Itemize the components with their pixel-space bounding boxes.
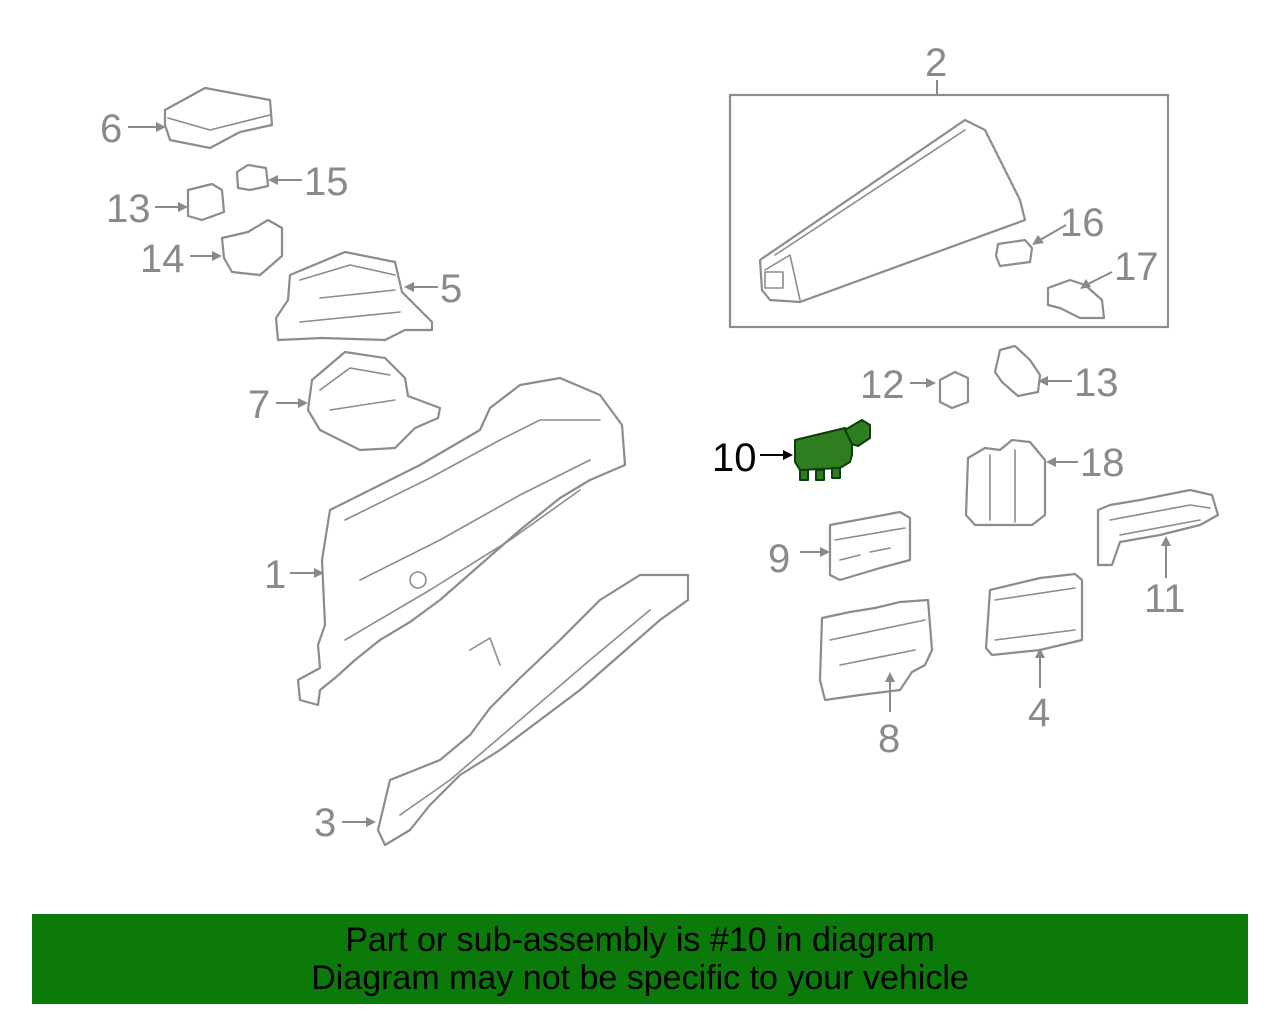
callout-11: 11: [1144, 577, 1186, 621]
part-3-shape: [376, 573, 690, 847]
callout-17: 17: [1114, 245, 1159, 289]
callout-6: 6: [100, 107, 122, 151]
part-13-right-shape: [993, 344, 1042, 398]
part-7-shape: [306, 350, 442, 452]
part-4-shape: [984, 572, 1084, 657]
part-2-cover: [758, 118, 1027, 304]
part-9-shape: [828, 510, 912, 582]
part-10-highlighted: [794, 419, 871, 481]
callout-15: 15: [304, 160, 349, 204]
callout-10: 10: [712, 436, 757, 480]
callout-9: 9: [768, 537, 790, 581]
exploded-parts-diagram: 6 15 13 14 5 7 1 3 2 16 17 12 13 10 18 9…: [100, 41, 1220, 847]
part-13-left-shape: [186, 182, 226, 222]
callout-13-left: 13: [106, 187, 151, 231]
callout-18: 18: [1080, 441, 1125, 485]
callout-7: 7: [248, 383, 270, 427]
part-16-shape: [994, 238, 1034, 268]
part-14-shape: [220, 218, 284, 277]
banner-part-line: Part or sub-assembly is #10 in diagram: [345, 921, 935, 959]
callout-14: 14: [140, 237, 185, 281]
callout-4: 4: [1028, 691, 1050, 735]
callout-5: 5: [440, 267, 462, 311]
callout-1: 1: [264, 553, 286, 597]
part-2-group: [728, 93, 1170, 329]
part-12-shape: [938, 370, 970, 410]
banner-disclaimer-line: Diagram may not be specific to your vehi…: [311, 959, 969, 997]
callout-12: 12: [860, 363, 905, 407]
part-2-frame: [728, 93, 1170, 329]
callout-3: 3: [314, 801, 336, 845]
callout-8: 8: [878, 717, 900, 761]
part-17-shape: [1046, 278, 1106, 320]
callout-13-right: 13: [1074, 361, 1119, 405]
callout-2: 2: [925, 41, 947, 85]
part-1-shape: [296, 376, 627, 707]
callout-16: 16: [1060, 201, 1105, 245]
part-15-shape: [235, 163, 270, 192]
part-18-shape: [964, 438, 1047, 527]
part-6-shape: [163, 86, 274, 150]
part-info-banner: Part or sub-assembly is #10 in diagram D…: [32, 914, 1248, 1004]
